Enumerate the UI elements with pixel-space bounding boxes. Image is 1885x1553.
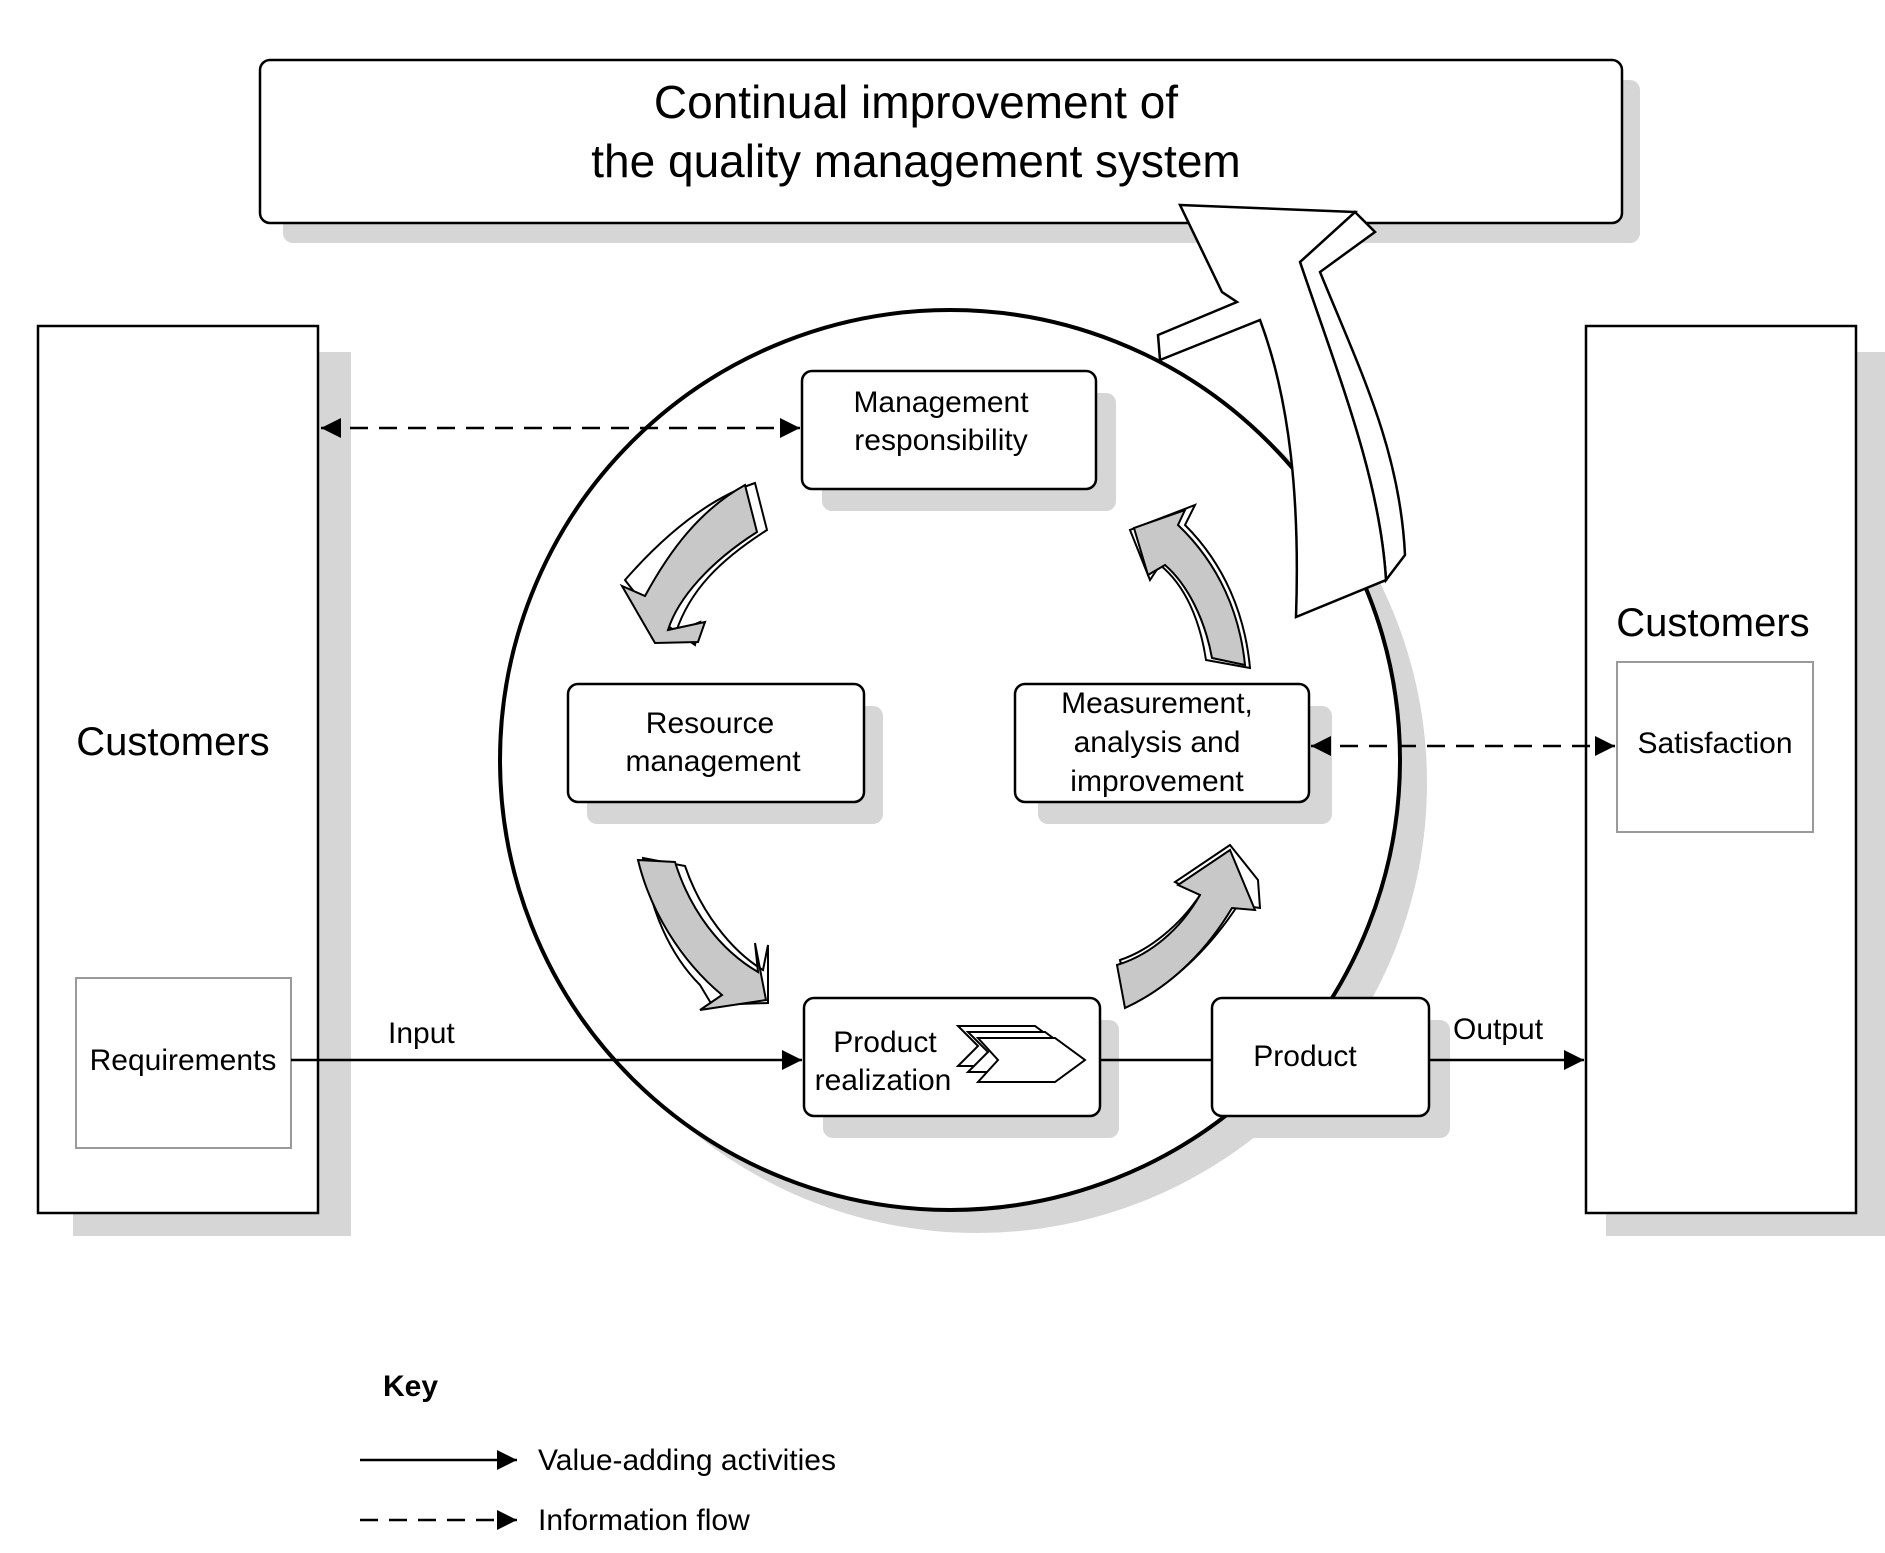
product-realization-box: Product realization <box>802 996 1119 1138</box>
cycle-arrow-realization-to-measurement <box>1115 843 1262 1010</box>
legend: Key Value-adding activities Information … <box>360 1370 836 1537</box>
product-label: Product <box>1253 1040 1357 1073</box>
satisfaction-label: Satisfaction <box>1637 727 1792 760</box>
requirements-box <box>75 977 292 1149</box>
realization-chevron-icon <box>955 1025 1087 1083</box>
continual-improvement-arrow <box>1156 203 1407 619</box>
management-line-1: Management <box>853 386 1029 419</box>
satisfaction-box <box>1616 661 1814 833</box>
management-line-2: responsibility <box>854 424 1027 457</box>
measurement-line-1: Measurement, <box>1061 687 1253 720</box>
management-box-frame <box>800 369 1098 491</box>
realization-line-1: Product <box>833 1026 937 1059</box>
cycle-arrow-management-to-resource <box>619 481 769 647</box>
management-responsibility-box: Management responsibility <box>800 369 1116 511</box>
legend-heading: Key <box>383 1370 438 1403</box>
product-box-frame <box>1210 996 1431 1118</box>
requirements-label: Requirements <box>90 1044 277 1077</box>
realization-line-2: realization <box>815 1064 952 1097</box>
measurement-analysis-improvement-box: Measurement, analysis and improvement <box>1013 682 1332 824</box>
resource-box-frame <box>566 682 866 804</box>
resource-management-box: Resource management <box>566 682 883 824</box>
title-line-2: the quality management system <box>591 135 1240 187</box>
title-box-frame <box>258 58 1624 225</box>
output-label: Output <box>1453 1013 1544 1046</box>
right-customers-label: Customers <box>1616 601 1809 645</box>
resource-line-1: Resource <box>646 707 774 740</box>
left-customers-label: Customers <box>76 720 269 764</box>
left-customers-panel: Customers Requirements <box>36 324 351 1236</box>
legend-value-adding-label: Value-adding activities <box>538 1444 836 1477</box>
cycle-arrow-resource-to-realization <box>636 856 769 1011</box>
product-box: Product <box>1210 996 1450 1138</box>
big-arrow-body <box>1156 203 1388 619</box>
input-label: Input <box>388 1017 455 1050</box>
resource-line-2: management <box>625 745 801 778</box>
flow-lines: Input Output <box>291 418 1615 1070</box>
cycle-arrows <box>619 481 1262 1011</box>
cycle-arrow-measurement-to-management <box>1128 503 1252 670</box>
right-customers-panel: Customers Satisfaction <box>1584 324 1885 1236</box>
title-line-1: Continual improvement of <box>654 76 1178 128</box>
measurement-line-3: improvement <box>1070 765 1244 798</box>
legend-information-flow-label: Information flow <box>538 1504 750 1537</box>
title-box: Continual improvement of the quality man… <box>258 58 1640 243</box>
measurement-box-frame <box>1013 682 1311 804</box>
measurement-line-2: analysis and <box>1074 726 1241 759</box>
